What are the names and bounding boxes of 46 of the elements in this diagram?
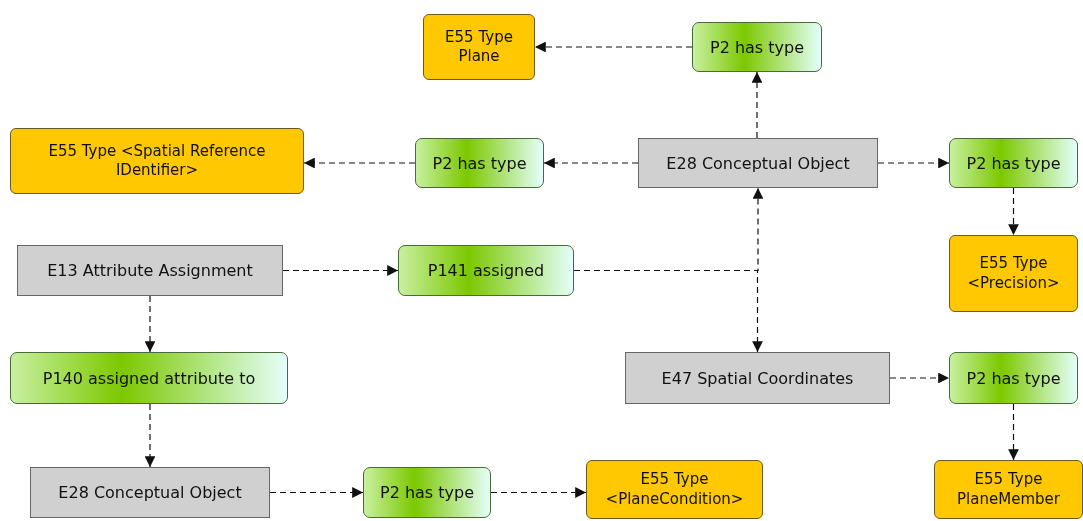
node-label: P2 has type (710, 37, 804, 57)
property-box (949, 352, 1078, 404)
dashed-arrow (1008, 403, 1019, 461)
type-box (949, 235, 1078, 312)
node-label: E28 Conceptual Object (666, 153, 850, 173)
dashed-arrow (269, 487, 364, 498)
dashed-arrow (534, 41, 693, 53)
node-label: P2 has type (966, 153, 1061, 173)
node-label: E28 Conceptual Object (58, 483, 242, 502)
dashed-arrow (144, 295, 156, 353)
type-box (586, 460, 763, 519)
dashed-arrow (490, 487, 587, 498)
class-box (638, 138, 878, 188)
class-box (17, 245, 283, 296)
dashed-arrow (282, 265, 399, 276)
type-box (423, 14, 535, 80)
type-box (10, 128, 304, 194)
node-label: E13 Attribute Assignment (47, 261, 253, 280)
dashed-arrow (1008, 187, 1019, 236)
property-box (692, 22, 822, 72)
class-box (625, 352, 890, 404)
dashed-arrow (877, 157, 950, 169)
property-box (949, 138, 1078, 188)
node-label: E47 Spatial Coordinates (661, 368, 854, 388)
dashed-arrow (573, 269, 763, 353)
node-label: P140 assigned attribute to (42, 368, 256, 388)
dashed-arrow (303, 157, 416, 169)
node-label: E55 Type Plane (444, 27, 514, 67)
dashed-arrow (144, 403, 156, 468)
property-box (415, 138, 544, 188)
property-box (398, 245, 574, 296)
property-box (363, 467, 491, 518)
dashed-arrow (543, 157, 639, 169)
class-box (30, 467, 270, 518)
dashed-arrow (751, 71, 763, 139)
property-box (10, 352, 288, 404)
type-box (934, 460, 1083, 519)
node-label: P2 has type (380, 483, 474, 502)
node-label: E55 Type <Spatial Reference IDentifier> (47, 141, 267, 181)
node-label: P141 assigned (427, 261, 545, 280)
node-label: E55 Type PlaneMember (956, 470, 1061, 509)
node-label: P2 has type (432, 153, 527, 173)
node-label: E55 Type <Precision> (966, 254, 1061, 293)
node-label: P2 has type (966, 368, 1061, 388)
dashed-arrow (889, 372, 950, 384)
node-label: E55 Type <PlaneCondition> (604, 470, 745, 509)
